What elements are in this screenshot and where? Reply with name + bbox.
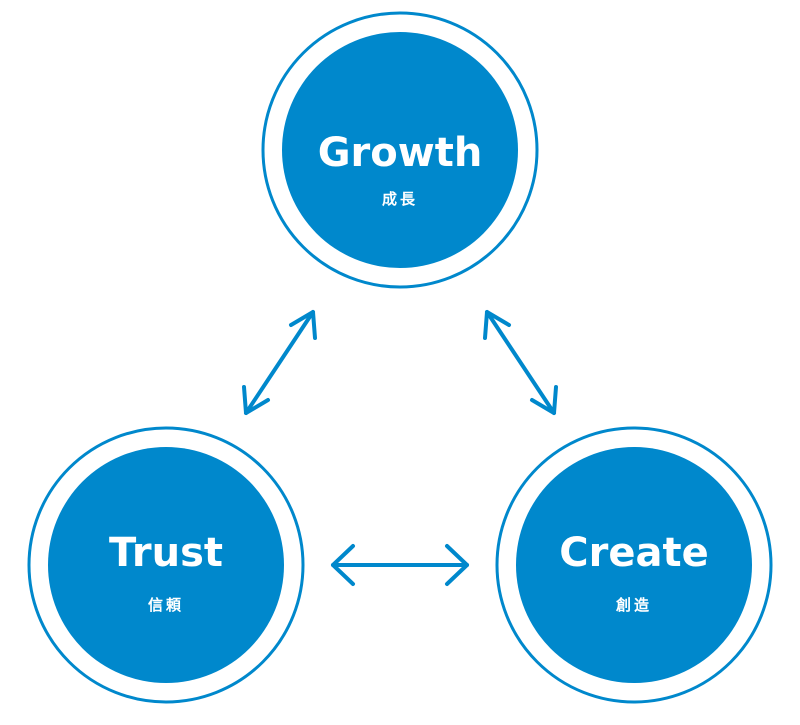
node-growth: Growth 成長 bbox=[261, 11, 539, 289]
node-trust-title: Trust bbox=[109, 530, 223, 576]
arrow-growth-create bbox=[483, 310, 558, 415]
node-trust-disc bbox=[48, 447, 284, 683]
arrow-growth-trust-head-top bbox=[289, 310, 317, 340]
arrow-growth-trust bbox=[242, 310, 317, 415]
node-growth-title: Growth bbox=[318, 130, 483, 176]
arrow-growth-trust-shaft bbox=[244, 310, 315, 415]
node-create-subtitle: 創造 bbox=[615, 596, 652, 614]
arrow-trust-create bbox=[331, 544, 469, 586]
node-trust-subtitle: 信頼 bbox=[148, 596, 184, 614]
arrow-growth-create-shaft bbox=[485, 310, 556, 415]
node-trust-ring bbox=[27, 426, 305, 704]
node-create-disc bbox=[516, 447, 752, 683]
node-growth-subtitle: 成長 bbox=[382, 190, 418, 208]
arrow-growth-create-head-bottom bbox=[530, 385, 558, 415]
arrow-trust-create-head-left bbox=[331, 544, 355, 586]
arrow-growth-create-head-top bbox=[483, 310, 511, 340]
arrow-growth-trust-head-bottom bbox=[242, 385, 270, 415]
node-trust: Trust 信頼 bbox=[27, 426, 305, 704]
arrow-trust-create-head-right bbox=[445, 544, 469, 586]
node-create-title: Create bbox=[559, 530, 708, 576]
node-growth-ring bbox=[261, 11, 539, 289]
node-growth-disc bbox=[282, 32, 518, 268]
node-create-ring bbox=[495, 426, 773, 704]
node-create: Create 創造 bbox=[495, 426, 773, 704]
